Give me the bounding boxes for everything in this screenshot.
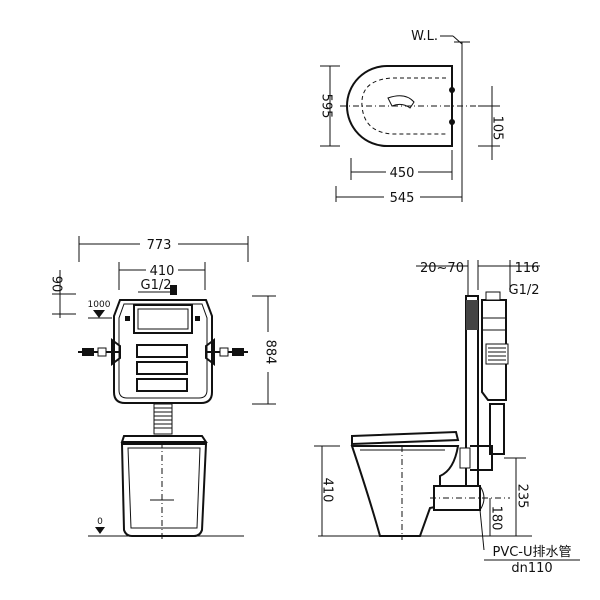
side-view: 20~70 116 G1/2 410 — [314, 260, 580, 576]
cistern — [481, 299, 507, 401]
frame-slot-3 — [136, 378, 188, 392]
inner-width-label: 450 — [390, 166, 415, 181]
drain-pipe-label: PVC-U排水管 — [492, 545, 571, 560]
access-window — [133, 304, 193, 334]
projection-label: 116 — [515, 261, 540, 276]
inlet-valve-icon — [170, 285, 177, 295]
frame-body — [113, 299, 213, 404]
frame-slot-2 — [136, 361, 188, 375]
hinge-top-icon — [449, 87, 455, 93]
flush-pipe-side — [489, 403, 505, 455]
water-level-label: W.L. — [411, 29, 438, 44]
overall-width-label: 773 — [147, 238, 172, 253]
frame-slot-1 — [136, 344, 188, 358]
drain-symbol — [387, 95, 415, 109]
toilet-bowl-front — [120, 443, 208, 537]
side-pipe-thread-label: G1/2 — [509, 283, 540, 298]
top-view: W.L. 595 105 450 545 — [319, 29, 505, 206]
outlet-center-label: 180 — [489, 506, 504, 531]
front-view: 773 410 G1/2 90 1000 — [49, 236, 278, 540]
left-bracket — [78, 338, 121, 366]
pipe-thread-label: G1/2 — [141, 278, 172, 293]
gap-label: 20~70 — [420, 261, 464, 276]
right-bracket — [205, 338, 248, 366]
offset-label: 105 — [490, 116, 505, 141]
frame-height-label: 884 — [263, 340, 278, 365]
seat-height-label: 410 — [320, 478, 335, 503]
top-offset-label: 90 — [49, 276, 64, 293]
flush-valve — [485, 343, 509, 365]
inner-width-label: 410 — [150, 264, 175, 279]
depth-label: 595 — [319, 94, 334, 119]
drain-size-label: dn110 — [511, 561, 552, 576]
wl-leader-diag — [452, 35, 463, 45]
mount-height-label: 1000 — [88, 300, 111, 310]
floor-level-label: 0 — [97, 517, 103, 527]
floor-level-icon — [95, 527, 105, 534]
toilet-bowl-side — [350, 445, 460, 537]
hinge-bottom-icon — [449, 119, 455, 125]
seat-cover — [120, 435, 208, 443]
level-marker-icon — [93, 310, 105, 318]
outlet-height-label: 235 — [515, 484, 530, 509]
bowl-outline — [346, 65, 453, 147]
total-width-label: 545 — [390, 191, 415, 206]
seat-side — [351, 430, 460, 446]
